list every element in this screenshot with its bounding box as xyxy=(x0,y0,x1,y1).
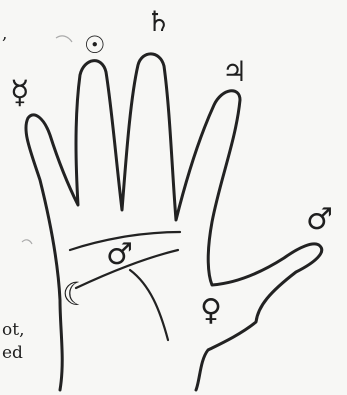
moon-symbol-icon: ☾ xyxy=(62,278,91,310)
faint-mark-top xyxy=(56,36,72,42)
life-line xyxy=(130,270,168,340)
sun-symbol-icon: ☉ xyxy=(84,33,106,57)
venus-symbol-icon: ♀ xyxy=(200,296,222,326)
mars-symbol-palm-icon: ♂ xyxy=(106,240,133,270)
edge-text-line-2: ed xyxy=(2,345,23,362)
edge-text-line-1: ot, xyxy=(2,322,24,339)
jupiter-symbol-icon: ♃ xyxy=(222,58,247,86)
edge-text-comma: , xyxy=(2,26,7,43)
hand-outline xyxy=(26,54,322,390)
mercury-symbol-icon: ☿ xyxy=(10,76,30,108)
faint-mark-left xyxy=(22,240,32,244)
mars-symbol-thumb-icon: ♂ xyxy=(306,205,333,235)
saturn-symbol-icon: ♄ xyxy=(146,8,171,36)
